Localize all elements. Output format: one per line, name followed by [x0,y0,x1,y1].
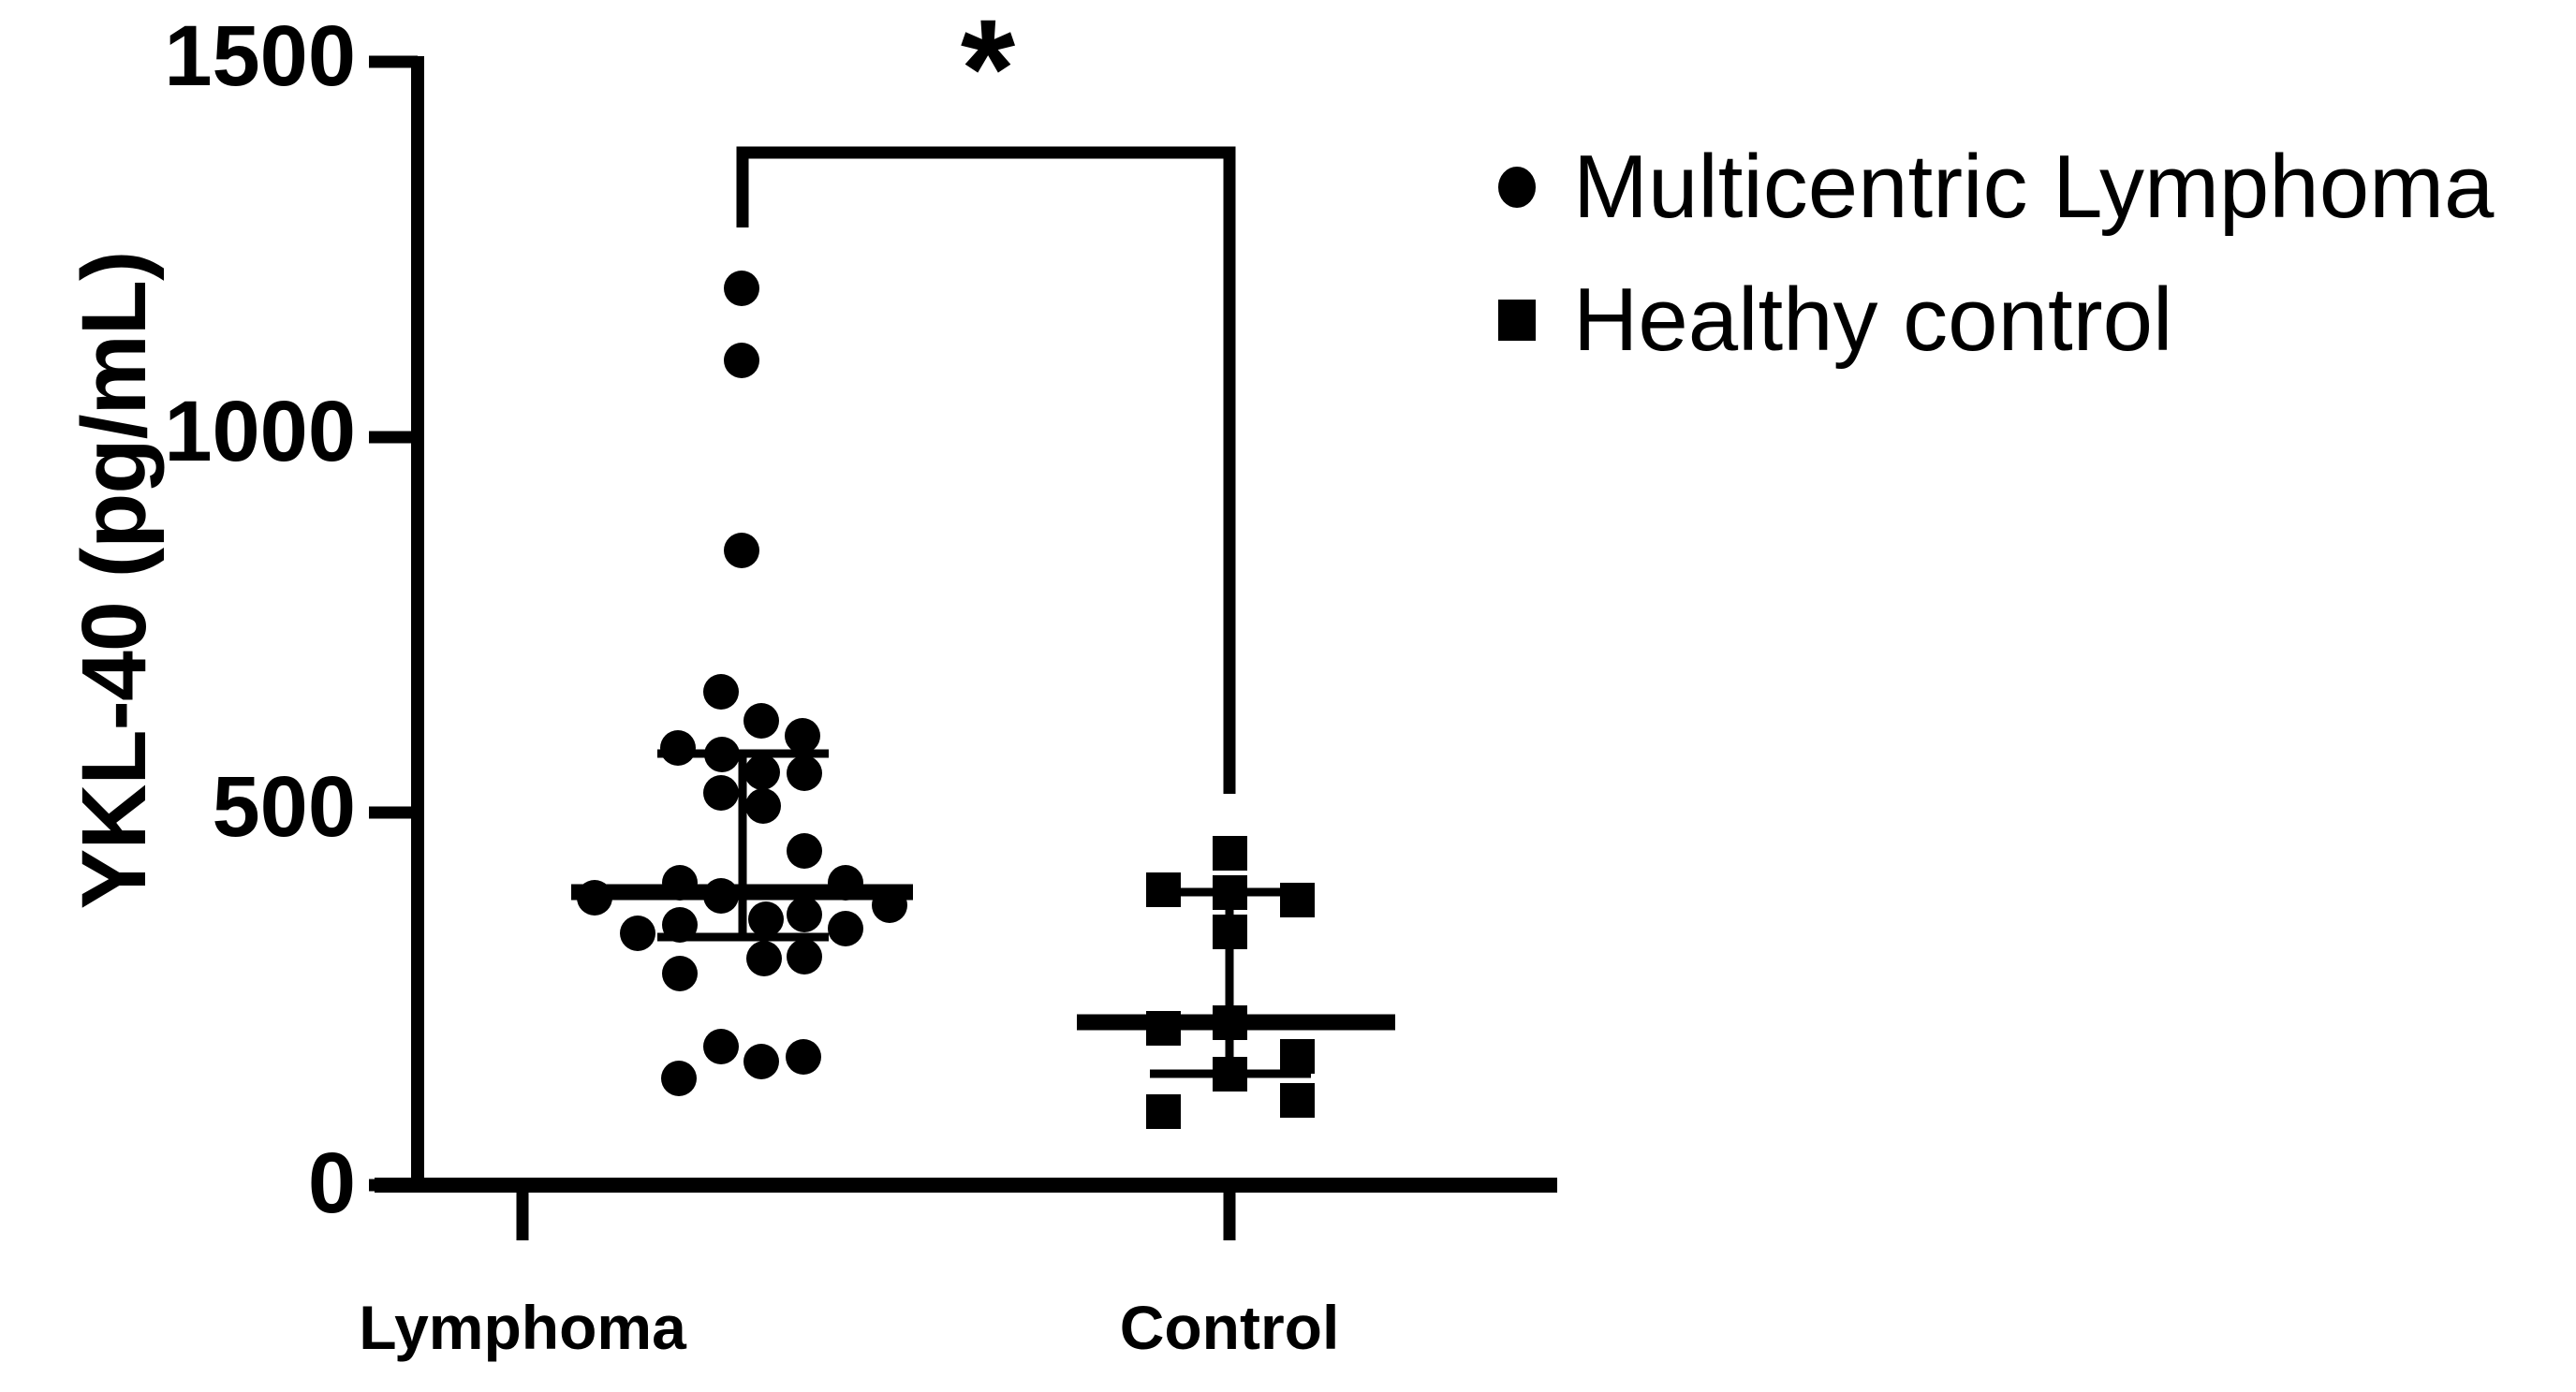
circle-marker-icon [1461,167,1573,208]
data-point [744,755,780,790]
axis-lines [375,56,1557,1193]
data-point [787,833,822,869]
data-point [787,939,822,974]
legend-item-label: Multicentric Lymphoma [1573,137,2495,237]
y-axis-ticks [369,55,418,1192]
data-point [662,907,698,943]
data-point [704,737,740,772]
data-point [1280,883,1315,917]
data-point [785,718,820,754]
data-point [724,271,759,306]
data-point [1213,836,1247,871]
data-point [1213,1057,1247,1092]
data-point [703,878,739,914]
x-tick-label-control: Control [1119,1293,1340,1362]
data-point [746,941,782,976]
data-point [748,901,784,937]
y-tick-label-0: 0 [307,1136,356,1231]
significance-bracket-path [736,146,1236,794]
x-axis-ticks [516,1185,1236,1240]
data-point [745,788,781,824]
y-tick-label-1500: 1500 [164,8,356,104]
y-tick-label-500: 500 [212,759,357,855]
square-marker-icon [1461,300,1573,341]
data-point [787,897,822,932]
data-point [661,1061,697,1096]
data-point [703,674,739,710]
y-tick-label-1000: 1000 [164,384,356,479]
lymphoma-summary-stats [571,749,913,942]
data-point [577,880,612,916]
significance-asterisk: * [960,0,1016,147]
significance-bracket [736,146,1236,794]
data-point [1280,1083,1315,1118]
data-point [724,343,759,378]
data-point [724,533,759,568]
data-point [743,1044,779,1079]
data-point [620,916,655,951]
data-point [703,1029,739,1064]
data-point [662,865,698,901]
data-point [660,730,696,766]
legend: Multicentric Lymphoma Healthy control [1461,131,2538,397]
control-data-points [1146,836,1315,1129]
lymphoma-data-points [577,271,907,1096]
data-point [1213,915,1247,949]
data-point [1146,872,1181,907]
data-point [662,956,698,991]
data-point [703,775,739,811]
legend-item-multicentric-lymphoma: Multicentric Lymphoma [1461,131,2538,243]
data-point [1213,1005,1247,1040]
data-point [828,911,863,946]
data-point [1146,1011,1181,1046]
x-tick-label-lymphoma: Lymphoma [359,1293,686,1362]
data-point [787,755,822,791]
legend-item-label: Healthy control [1573,270,2173,370]
legend-item-healthy-control: Healthy control [1461,264,2538,376]
data-point [1213,875,1247,910]
data-point [872,887,907,923]
data-point [1146,1094,1181,1129]
data-point [743,703,779,739]
data-point [1280,1039,1315,1074]
data-point [786,1039,821,1075]
data-point [828,865,863,901]
